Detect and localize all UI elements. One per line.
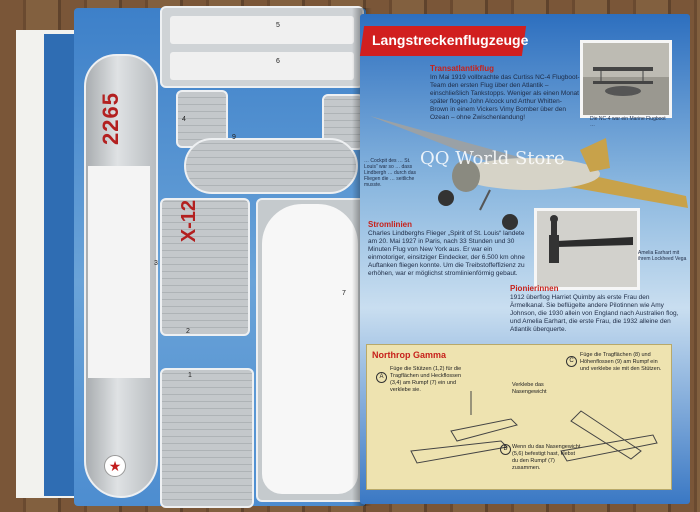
- part-number-4: 4: [182, 116, 186, 123]
- caption-photo1: Die NC-4 war ein Marine Flugboot …: [590, 116, 666, 128]
- store-watermark: QQ World Store: [420, 148, 565, 169]
- part-number-5: 5: [276, 22, 280, 29]
- section-heading-streamline: Stromlinien: [368, 220, 413, 229]
- section-text-transatlantic: Im Mai 1919 vollbrachte das Curtiss NC-4…: [430, 74, 580, 121]
- fuselage-registration: 2265: [98, 92, 123, 145]
- section-heading-transatlantic: Transatlantikflug: [430, 64, 495, 73]
- tail-part-3: 3 2: [154, 198, 250, 336]
- part-number-3: 3: [154, 260, 158, 267]
- part-number-2: 2: [186, 328, 190, 335]
- part-number-7: 7: [342, 290, 346, 297]
- wing-part-top: 5 6: [160, 6, 364, 88]
- section-text-pioneers: 1912 überflog Harriet Quimby als erste F…: [510, 294, 679, 333]
- section-text-streamline: Charles Lindberghs Flieger „Spirit of St…: [368, 230, 525, 277]
- body-part-white: 7: [262, 204, 358, 494]
- page-title: Langstreckenflugzeuge: [372, 32, 529, 48]
- step-c-marker: C: [566, 356, 577, 367]
- caption-spirit-cockpit: … Cockpit des … St. Louis“ war so … dass…: [364, 158, 416, 188]
- step-a-text: Füge die Stützen (1,2) für die Tragfläch…: [390, 366, 462, 393]
- caption-photo2: Amelia Earhart mit ihrem Lockheed Vega: [638, 250, 687, 262]
- wing-part-1: 1: [160, 368, 254, 508]
- step-a-marker: A: [376, 372, 387, 383]
- red-star-icon: ★: [104, 455, 126, 477]
- fuselage-white-panel: [88, 166, 150, 378]
- assembly-instructions-box: [366, 344, 672, 490]
- step-b-marker: B: [500, 444, 511, 455]
- note-nose-weight: Verklebe das Nasengewicht: [512, 382, 547, 395]
- step-c-text: Füge die Tragflächen (8) und Höhenflosse…: [580, 352, 662, 372]
- step-b-text: Wenn du das Nasengewicht (5,6) befestigt…: [512, 444, 581, 471]
- spirit-of-st-louis-illustration: [370, 110, 690, 230]
- photo-amelia-earhart: [534, 208, 640, 290]
- part-number-1: 1: [188, 372, 192, 379]
- section-heading-pioneers: Pionierinnen: [510, 284, 559, 293]
- tail-registration: X-12: [178, 200, 200, 243]
- part-number-9: 9: [232, 134, 236, 141]
- instructions-title: Northrop Gamma: [372, 350, 447, 360]
- part-number-6: 6: [276, 58, 280, 65]
- stabilizer-part-9: 9: [184, 134, 358, 194]
- photo-flying-boat: [580, 40, 672, 118]
